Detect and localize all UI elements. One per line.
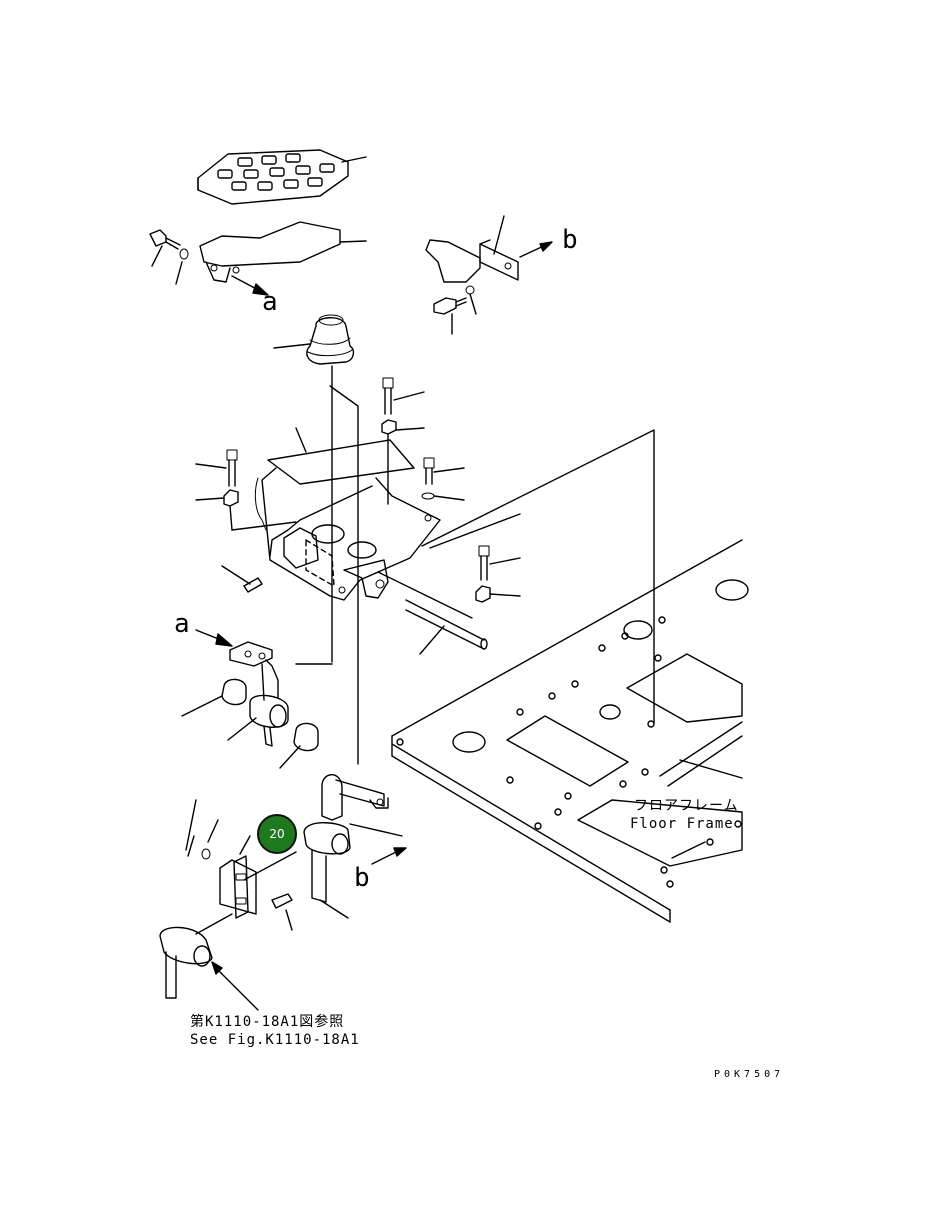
arrow-label-a-left: a bbox=[174, 609, 190, 639]
bracket-b: b bbox=[425, 215, 578, 335]
drawing-code: P0K7507 bbox=[714, 1069, 784, 1080]
callout-20[interactable]: 20 bbox=[257, 814, 297, 854]
arrow-label-a-top: a bbox=[262, 287, 278, 317]
lever-b: b bbox=[303, 774, 407, 919]
floor-frame-label-en: Floor Frame bbox=[630, 816, 734, 832]
lower-parts: 第K1110-18A1図参照 See Fig.K1110-18A1 bbox=[159, 799, 360, 1048]
upper-bolts bbox=[195, 377, 521, 603]
floor-frame-label-jp: フロアフレーム bbox=[634, 798, 739, 814]
arrow-label-b-bottom: b bbox=[354, 863, 370, 893]
mounting-bracket bbox=[221, 385, 655, 765]
callout-20-number: 20 bbox=[269, 827, 284, 841]
floor-frame: フロアフレーム Floor Frame bbox=[391, 539, 749, 923]
rubber-boot bbox=[273, 314, 355, 663]
pedal-pad bbox=[197, 149, 367, 205]
see-fig-label-jp: 第K1110-18A1図参照 bbox=[190, 1013, 344, 1030]
arrow-label-b-top: b bbox=[562, 225, 578, 255]
pedal-plate: a bbox=[149, 221, 367, 317]
see-fig-label-en: See Fig.K1110-18A1 bbox=[190, 1032, 360, 1048]
lever-a: a bbox=[174, 609, 333, 769]
